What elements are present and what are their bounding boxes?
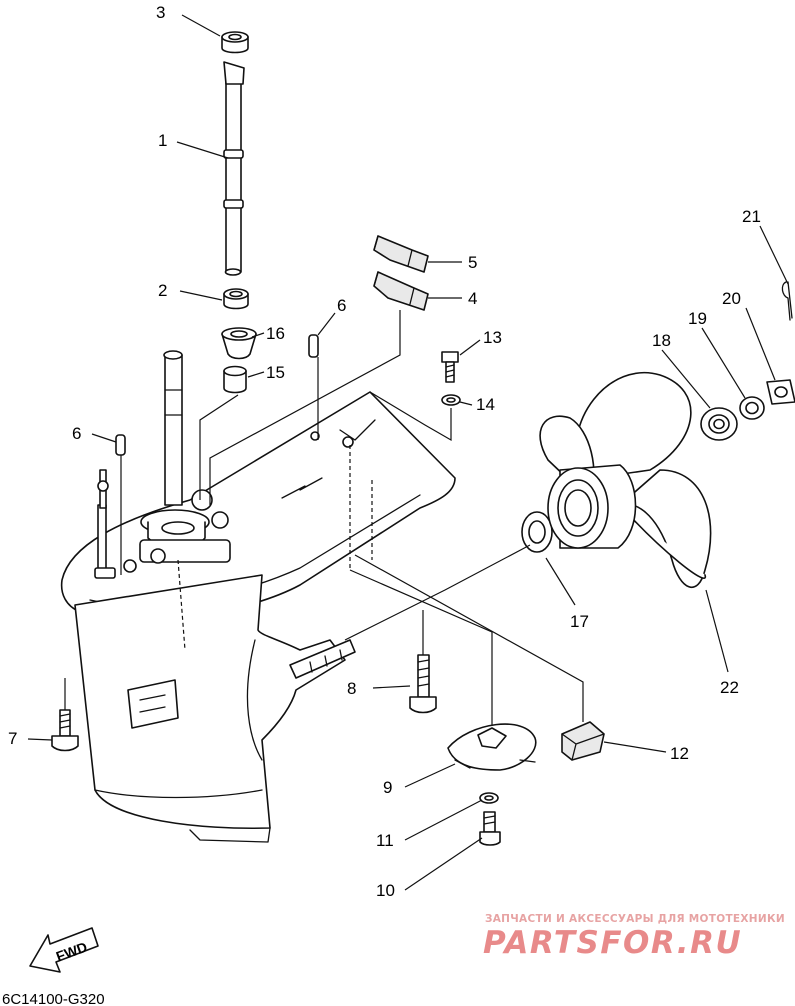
cap-3 xyxy=(221,31,249,54)
bushing-16 xyxy=(221,327,257,360)
propeller-22 xyxy=(539,372,712,589)
washer-14 xyxy=(441,394,461,406)
bolt-10 xyxy=(479,811,501,846)
callout-10: 10 xyxy=(376,881,395,900)
callout-3: 3 xyxy=(156,3,165,22)
callout-12: 12 xyxy=(670,744,689,763)
drive-shaft-1 xyxy=(223,61,245,276)
callout-16: 16 xyxy=(266,324,285,343)
callout-17: 17 xyxy=(570,612,589,631)
callout-6-left: 6 xyxy=(72,424,81,443)
bolt-8 xyxy=(409,654,437,714)
rubber-seal-5 xyxy=(373,235,429,273)
callout-6-right: 6 xyxy=(337,296,346,315)
bolt-13 xyxy=(441,351,459,383)
callout-labels: 3 1 2 16 15 6 6 5 4 13 14 7 8 9 11 10 12… xyxy=(8,3,761,900)
washer-18 xyxy=(700,407,738,441)
propeller-nut-20 xyxy=(766,379,795,405)
callout-22: 22 xyxy=(720,678,739,697)
spacer-17 xyxy=(521,511,553,553)
callout-4: 4 xyxy=(468,289,477,308)
callout-2: 2 xyxy=(158,281,167,300)
watermark-tagline: ЗАПЧАСТИ И АКСЕССУАРЫ ДЛЯ МОТОТЕХНИКИ xyxy=(485,913,785,925)
washer-19 xyxy=(739,396,765,420)
leader-lines xyxy=(27,14,789,891)
callout-15: 15 xyxy=(266,363,285,382)
collar-15 xyxy=(223,365,247,394)
callout-7: 7 xyxy=(8,729,17,748)
watermark-brand: PARTSFOR.RU xyxy=(483,925,742,961)
callout-9: 9 xyxy=(383,778,392,797)
dowel-pin-6-left xyxy=(115,434,126,456)
callout-14: 14 xyxy=(476,395,495,414)
callout-8: 8 xyxy=(347,679,356,698)
callout-5: 5 xyxy=(468,253,477,272)
callout-21: 21 xyxy=(742,207,761,226)
diagram-code: 6C14100-G320 xyxy=(2,991,105,1006)
callout-20: 20 xyxy=(722,289,741,308)
rubber-seal-4 xyxy=(373,271,429,311)
callout-18: 18 xyxy=(652,331,671,350)
callout-13: 13 xyxy=(483,328,502,347)
watermark-logo: ЗАПЧАСТИ И АКСЕССУАРЫ ДЛЯ МОТОТЕХНИКИ PA… xyxy=(483,913,785,961)
trim-tab-anode-9 xyxy=(447,723,537,771)
washer-11 xyxy=(479,792,499,804)
bushing-2 xyxy=(223,288,249,310)
fwd-arrow-icon: FWD xyxy=(29,927,99,973)
cotter-pin-21 xyxy=(781,281,793,321)
dowel-pin-6-right xyxy=(308,334,319,358)
bolt-7 xyxy=(51,709,79,752)
anode-block-12 xyxy=(561,721,605,761)
callout-11: 11 xyxy=(376,831,394,850)
callout-1: 1 xyxy=(158,131,167,150)
lower-casing xyxy=(60,350,456,843)
callout-19: 19 xyxy=(688,309,707,328)
